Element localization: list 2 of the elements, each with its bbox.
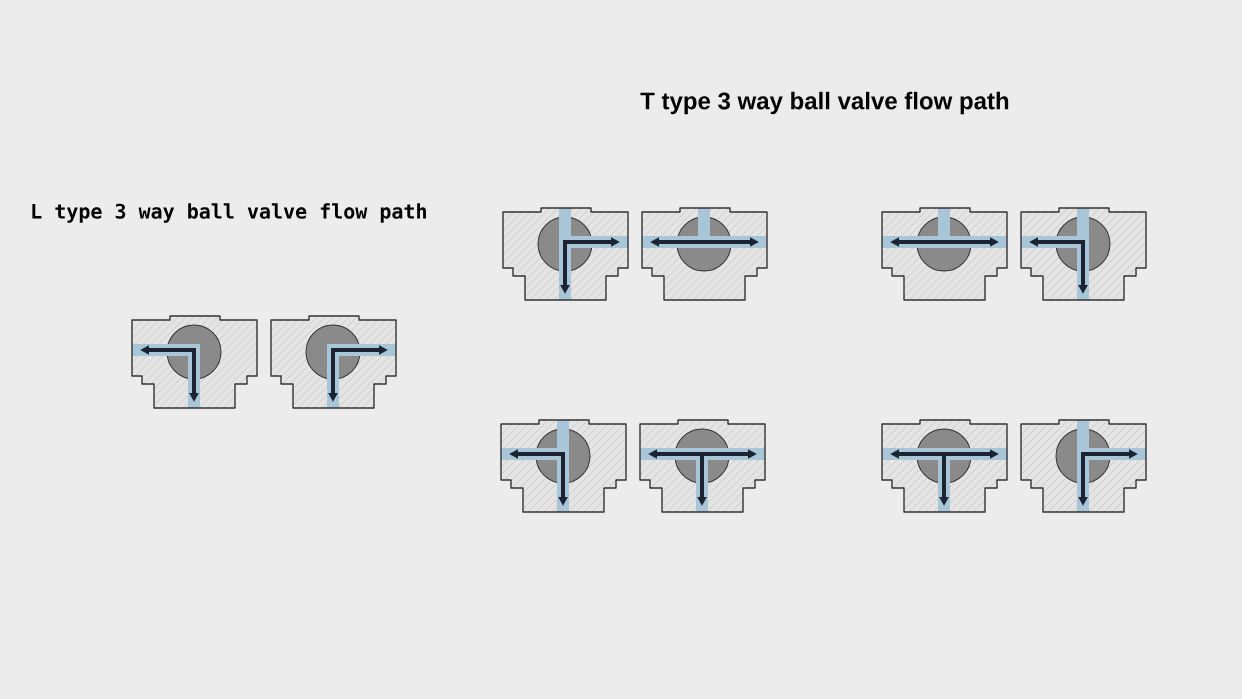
heading: L type 3 way ball valve flow path <box>32 203 426 223</box>
heading: T type 3 way ball valve flow path <box>640 91 1009 115</box>
